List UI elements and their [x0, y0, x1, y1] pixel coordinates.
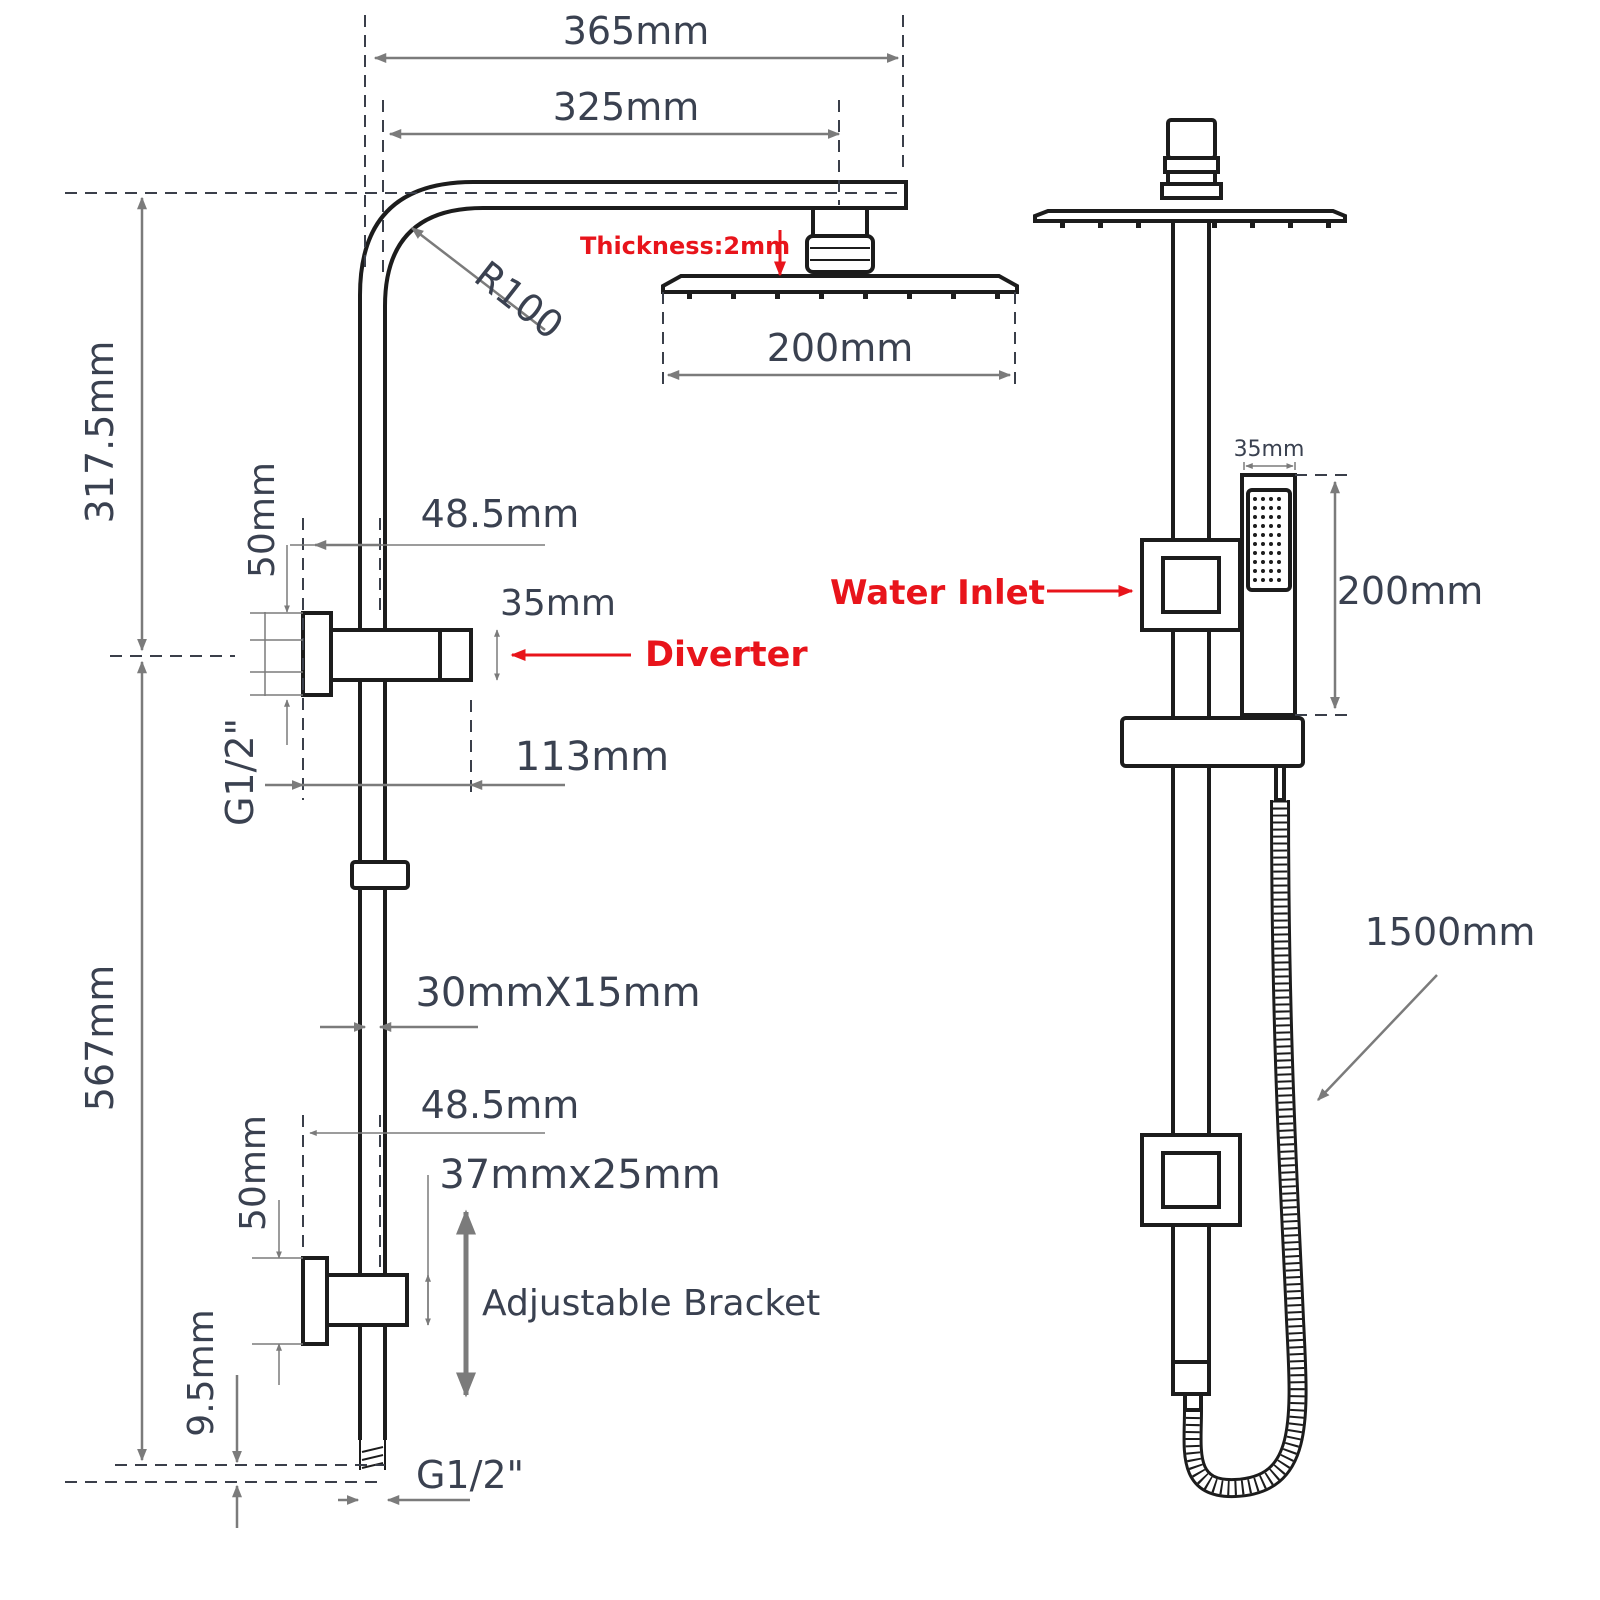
adjustable-bracket-body: [301, 1256, 409, 1346]
dim-diverter-50: 50mm: [242, 462, 283, 578]
hand-shower-nozzles: [1253, 497, 1281, 582]
water-inlet-clamp: [1161, 556, 1221, 614]
dimension-arrows: [137, 53, 1012, 1528]
diverter-body: [301, 611, 473, 697]
water-inlet-label: Water Inlet: [830, 573, 1045, 613]
dim-diverter-35: 35mm: [500, 583, 616, 624]
swivel-ball: [805, 234, 875, 274]
dim-567: 567mm: [78, 965, 122, 1112]
nozzle-row-left: [687, 292, 1000, 299]
dim-hand-length: 200mm: [1337, 569, 1484, 613]
rail-slider: [350, 860, 410, 890]
lower-bracket-plate: [1140, 1133, 1242, 1227]
adjustable-bracket-label: Adjustable Bracket: [482, 1283, 820, 1324]
overhead-shower-head: [661, 274, 1019, 294]
side-dimension-arrows: [1047, 462, 1438, 1101]
diverter-label: Diverter: [645, 635, 808, 675]
hand-shower-face: [1246, 488, 1292, 592]
front-view: 365mm 325mm R100 Thickness:2mm 200mm 317…: [65, 9, 1019, 1528]
dim-hand-width: 35mm: [1234, 437, 1305, 462]
top-collar: [1163, 156, 1220, 174]
dim-317-5: 317.5mm: [78, 341, 122, 524]
dim-diverter-g12: G1/2": [218, 718, 262, 826]
dim-bottom-g12: G1/2": [416, 1453, 524, 1497]
side-view: 35mm 200mm 1500mm Water Inlet: [830, 118, 1536, 1499]
dim-bracket-50: 50mm: [233, 1115, 274, 1231]
dim-bracket-offset: 48.5mm: [421, 1083, 580, 1127]
dim-radius: R100: [466, 252, 571, 348]
dim-bottom-9-5: 9.5mm: [181, 1309, 222, 1436]
dim-diverter-offset: 48.5mm: [421, 492, 580, 536]
dim-325: 325mm: [553, 85, 700, 129]
hand-shower-holder: [1120, 716, 1305, 768]
water-inlet-plate: [1140, 538, 1242, 632]
lower-bracket-clamp: [1161, 1151, 1221, 1209]
thickness-label: Thickness:2mm: [580, 232, 790, 260]
dim-hose-length: 1500mm: [1365, 910, 1536, 954]
bottom-outlet: [1171, 1360, 1211, 1396]
dim-head-200: 200mm: [767, 326, 914, 370]
top-cap: [1166, 118, 1217, 160]
dim-365: 365mm: [563, 9, 710, 53]
hose: [1182, 764, 1308, 1499]
arm-connector: [811, 206, 869, 238]
shower-head-side: [1033, 209, 1347, 223]
dim-diverter-113: 113mm: [515, 734, 669, 780]
riser-arm-outline: [358, 180, 908, 1440]
dim-bracket-size: 37mmx25mm: [439, 1152, 720, 1198]
dim-rail-section: 30mmX15mm: [415, 970, 700, 1016]
